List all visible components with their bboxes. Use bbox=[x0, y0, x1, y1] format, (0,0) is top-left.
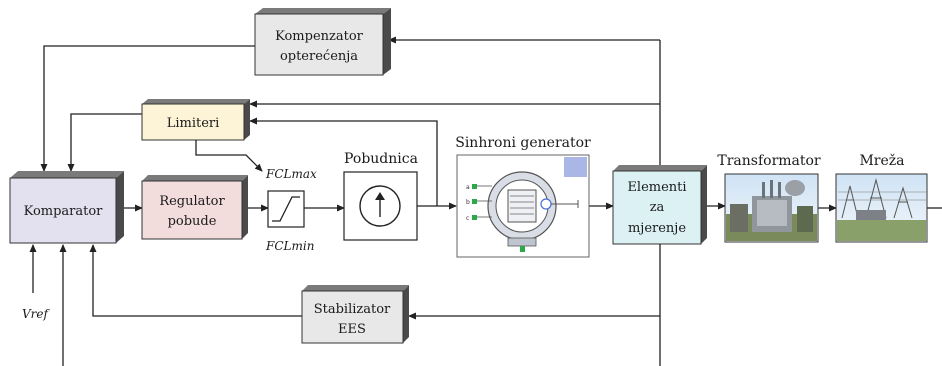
terminal-b-label: b bbox=[466, 199, 470, 206]
mreza-title: Mreža bbox=[859, 153, 904, 169]
mreza-photo bbox=[835, 173, 928, 243]
stabilizator-block: Stabilizator EES bbox=[301, 285, 409, 344]
terminal-a-label: a bbox=[466, 184, 470, 191]
kompenzator-block: Kompenzator opterećenja bbox=[254, 8, 391, 76]
kompenzator-label-line2: opterećenja bbox=[280, 49, 358, 64]
signal-wires bbox=[29, 36, 942, 366]
kompenzator-label-line1: Kompenzator bbox=[275, 29, 364, 44]
limiteri-label: Limiteri bbox=[167, 116, 220, 131]
regulator-block: Regulator pobude bbox=[141, 175, 248, 240]
transformator-title: Transformator bbox=[717, 153, 821, 169]
regulator-label-line1: Regulator bbox=[159, 194, 225, 209]
limiteri-block: Limiteri bbox=[141, 99, 250, 141]
regulator-label-line2: pobude bbox=[168, 214, 217, 229]
synchronous-machine-icon bbox=[487, 171, 579, 252]
pobudnica-title: Pobudnica bbox=[344, 151, 418, 167]
generator-terminals: a b c bbox=[466, 184, 492, 222]
stabilizator-label-line2: EES bbox=[338, 322, 366, 337]
fcl-max-label: FCLmax bbox=[265, 167, 317, 181]
vref-label: Vref bbox=[22, 307, 51, 321]
fcl-min-label: FCLmin bbox=[265, 239, 314, 253]
elementi-block: Elementi za mjerenje bbox=[612, 165, 707, 245]
komparator-block: Komparator bbox=[9, 171, 124, 244]
elementi-label-line1: Elementi bbox=[627, 180, 686, 195]
saturation-limiter bbox=[267, 190, 305, 228]
generator-block: a b c bbox=[456, 154, 590, 258]
elementi-label-line2: za bbox=[650, 200, 665, 215]
stabilizator-label-line1: Stabilizator bbox=[314, 302, 391, 317]
pobudnica-block bbox=[343, 171, 418, 241]
komparator-label: Komparator bbox=[24, 204, 104, 219]
terminal-c-label: c bbox=[466, 215, 469, 222]
transformator-photo bbox=[724, 173, 819, 243]
generator-title: Sinhroni generator bbox=[455, 135, 591, 151]
elementi-label-line3: mjerenje bbox=[628, 221, 686, 236]
